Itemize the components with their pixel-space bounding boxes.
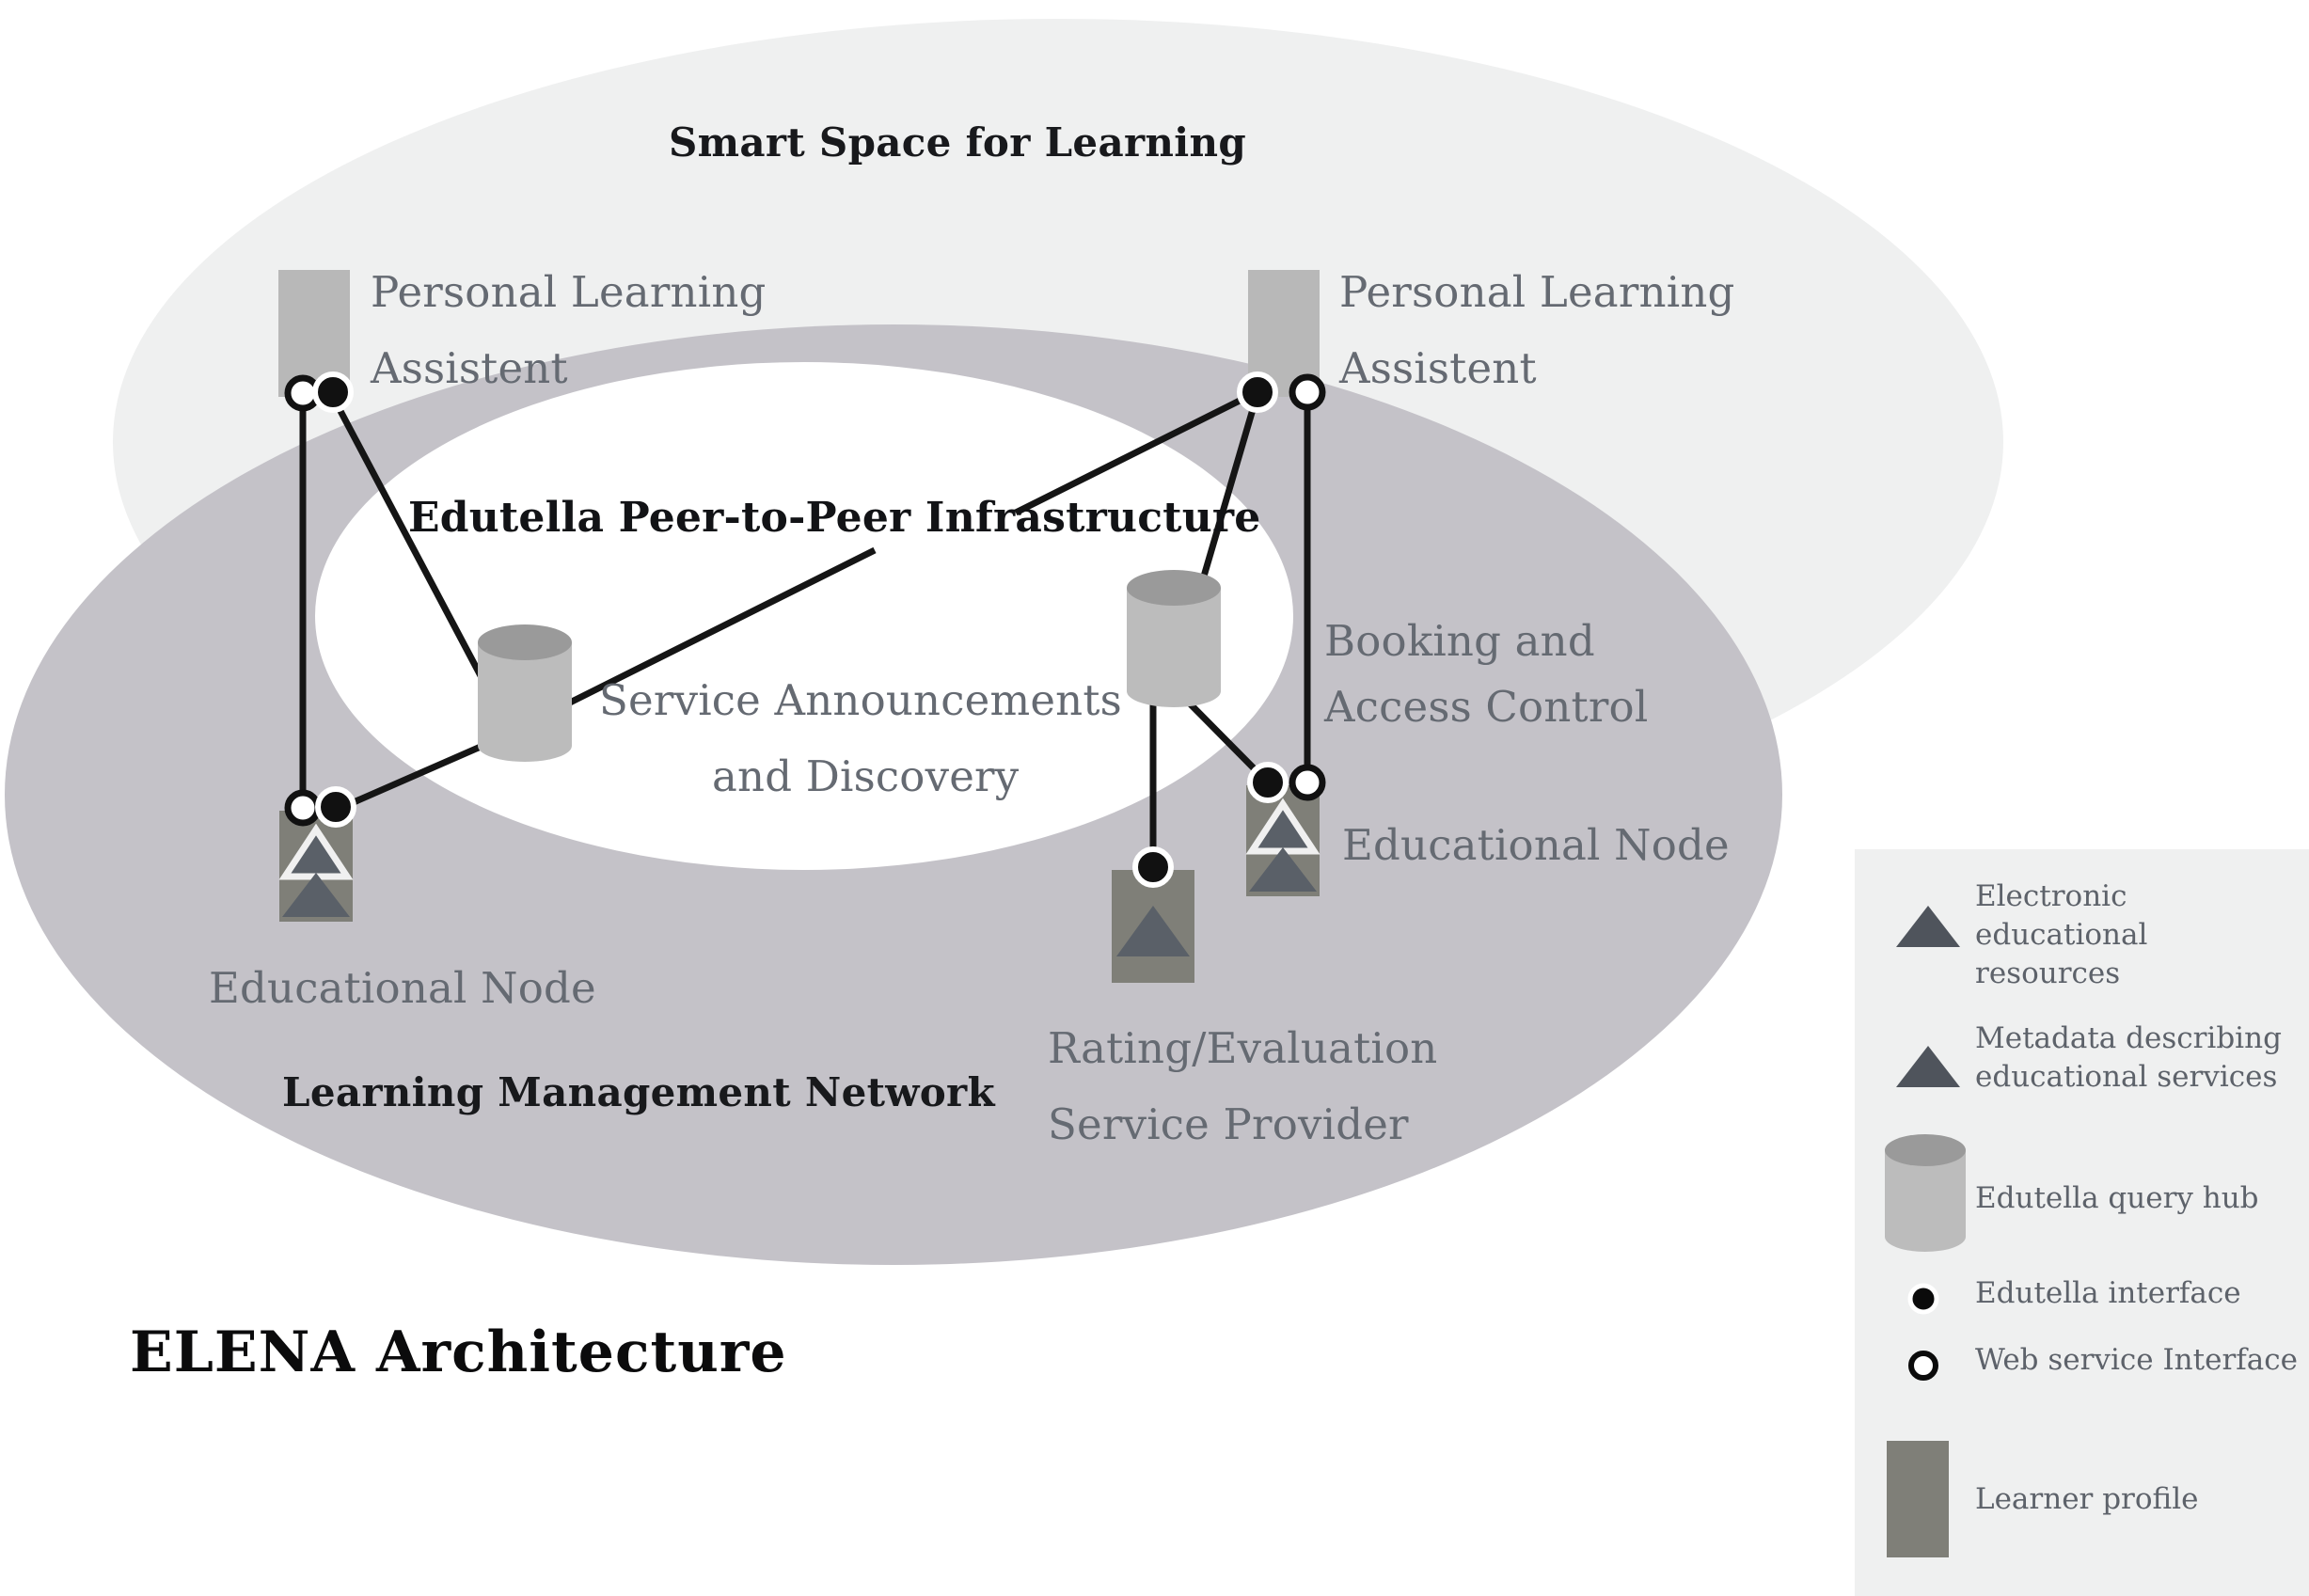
web-service-interface-icon[interactable]	[1289, 764, 1326, 801]
edutella-interface-icon[interactable]	[1132, 846, 1174, 888]
node-label-pla-left-line2: Assistent	[371, 343, 568, 393]
edutella-interface-icon[interactable]	[315, 786, 356, 828]
edge-pla-right-to-infra	[1014, 391, 1253, 516]
legend-label: Edutella query hub	[1975, 1181, 2259, 1215]
node-educational-right[interactable]	[1245, 762, 1326, 896]
legend-item-metadata-describing-educational-services: Metadata describing educational services	[1855, 1003, 2309, 1115]
annotation-and-discovery: and Discovery	[712, 751, 1020, 801]
smart-space-title: Smart Space for Learning	[669, 119, 1246, 166]
web-service-interface-icon[interactable]	[284, 789, 322, 827]
legend-label: Metadata describing educational services	[1975, 1021, 2282, 1095]
web-service-interface-icon[interactable]	[1289, 373, 1326, 411]
cylinder-top	[478, 624, 572, 660]
legend-label: Edutella interface	[1975, 1276, 2241, 1310]
node-pla-right[interactable]	[1237, 270, 1326, 413]
legend-item-electronic-educational-resources: Electronic educational resources	[1855, 849, 2309, 990]
legend-item-learner-profile: Learner profile	[1855, 1428, 2309, 1569]
node-label-edu-node-left: Educational Node	[209, 963, 596, 1013]
edge-hub-left-to-edunode-left	[337, 739, 491, 813]
hollow-circle-icon	[1908, 1351, 1938, 1381]
triangle-solid-icon	[282, 873, 350, 917]
edge-pla-left-to-hub-left	[328, 393, 498, 703]
node-label-rating-provider-line2: Service Provider	[1048, 1099, 1409, 1149]
node-educational-left[interactable]	[278, 786, 356, 922]
triangle-solid-icon	[1896, 1046, 1960, 1087]
legend-label: Electronic educational resources	[1975, 879, 2148, 991]
cylinder-bottom	[1127, 675, 1221, 707]
edutella-query-hub-right[interactable]	[1127, 570, 1221, 707]
cylinder-bottom	[478, 730, 572, 762]
edutella-query-hub-left[interactable]	[478, 624, 572, 762]
edutella-interface-icon[interactable]	[312, 371, 354, 413]
cylinder-icon	[1885, 1134, 1966, 1252]
node-label-pla-right-line2: Assistent	[1339, 343, 1537, 393]
legend-item-web-service-interface: Web service Interface	[1855, 1336, 2309, 1395]
legend-label: Learner profile	[1975, 1482, 2199, 1516]
edutella-interface-icon[interactable]	[1247, 762, 1289, 803]
legend-item-edutella-interface: Edutella interface	[1855, 1270, 2309, 1328]
node-pla-left[interactable]	[278, 270, 354, 413]
filled-circle-icon	[1907, 1283, 1939, 1315]
legend-panel: Electronic educational resources Metadat…	[1855, 849, 2309, 1596]
learner-profile-icon	[1887, 1441, 1949, 1557]
legend-label: Web service Interface	[1975, 1343, 2298, 1377]
annotation-booking-line1: Booking and	[1324, 616, 1595, 666]
legend-item-edutella-query-hub: Edutella query hub	[1855, 1118, 2309, 1269]
edge-hub-left-to-hub-right	[562, 546, 877, 709]
triangle-outline-icon	[1896, 906, 1960, 947]
node-label-pla-right-line1: Personal Learning	[1339, 267, 1735, 317]
node-label-edu-node-right: Educational Node	[1342, 820, 1730, 870]
node-label-pla-left-line1: Personal Learning	[371, 267, 767, 317]
node-label-rating-provider-line1: Rating/Evaluation	[1048, 1023, 1438, 1073]
annotation-service-announcements: Service Announcements	[599, 675, 1122, 725]
learning-management-network-title: Learning Management Network	[282, 1069, 995, 1115]
annotation-booking-line2: Access Control	[1324, 682, 1649, 732]
node-rating-evaluation-provider[interactable]	[1112, 846, 1194, 983]
triangle-solid-icon	[1249, 847, 1317, 892]
edge-pla-right-to-hub-right	[1193, 399, 1259, 603]
edutella-infrastructure-title: Edutella Peer-to-Peer Infrastructure	[408, 494, 1261, 542]
cylinder-top	[1127, 570, 1221, 606]
triangle-solid-icon	[1116, 906, 1190, 956]
page-title: ELENA Architecture	[130, 1319, 787, 1385]
edutella-interface-icon[interactable]	[1237, 371, 1278, 413]
